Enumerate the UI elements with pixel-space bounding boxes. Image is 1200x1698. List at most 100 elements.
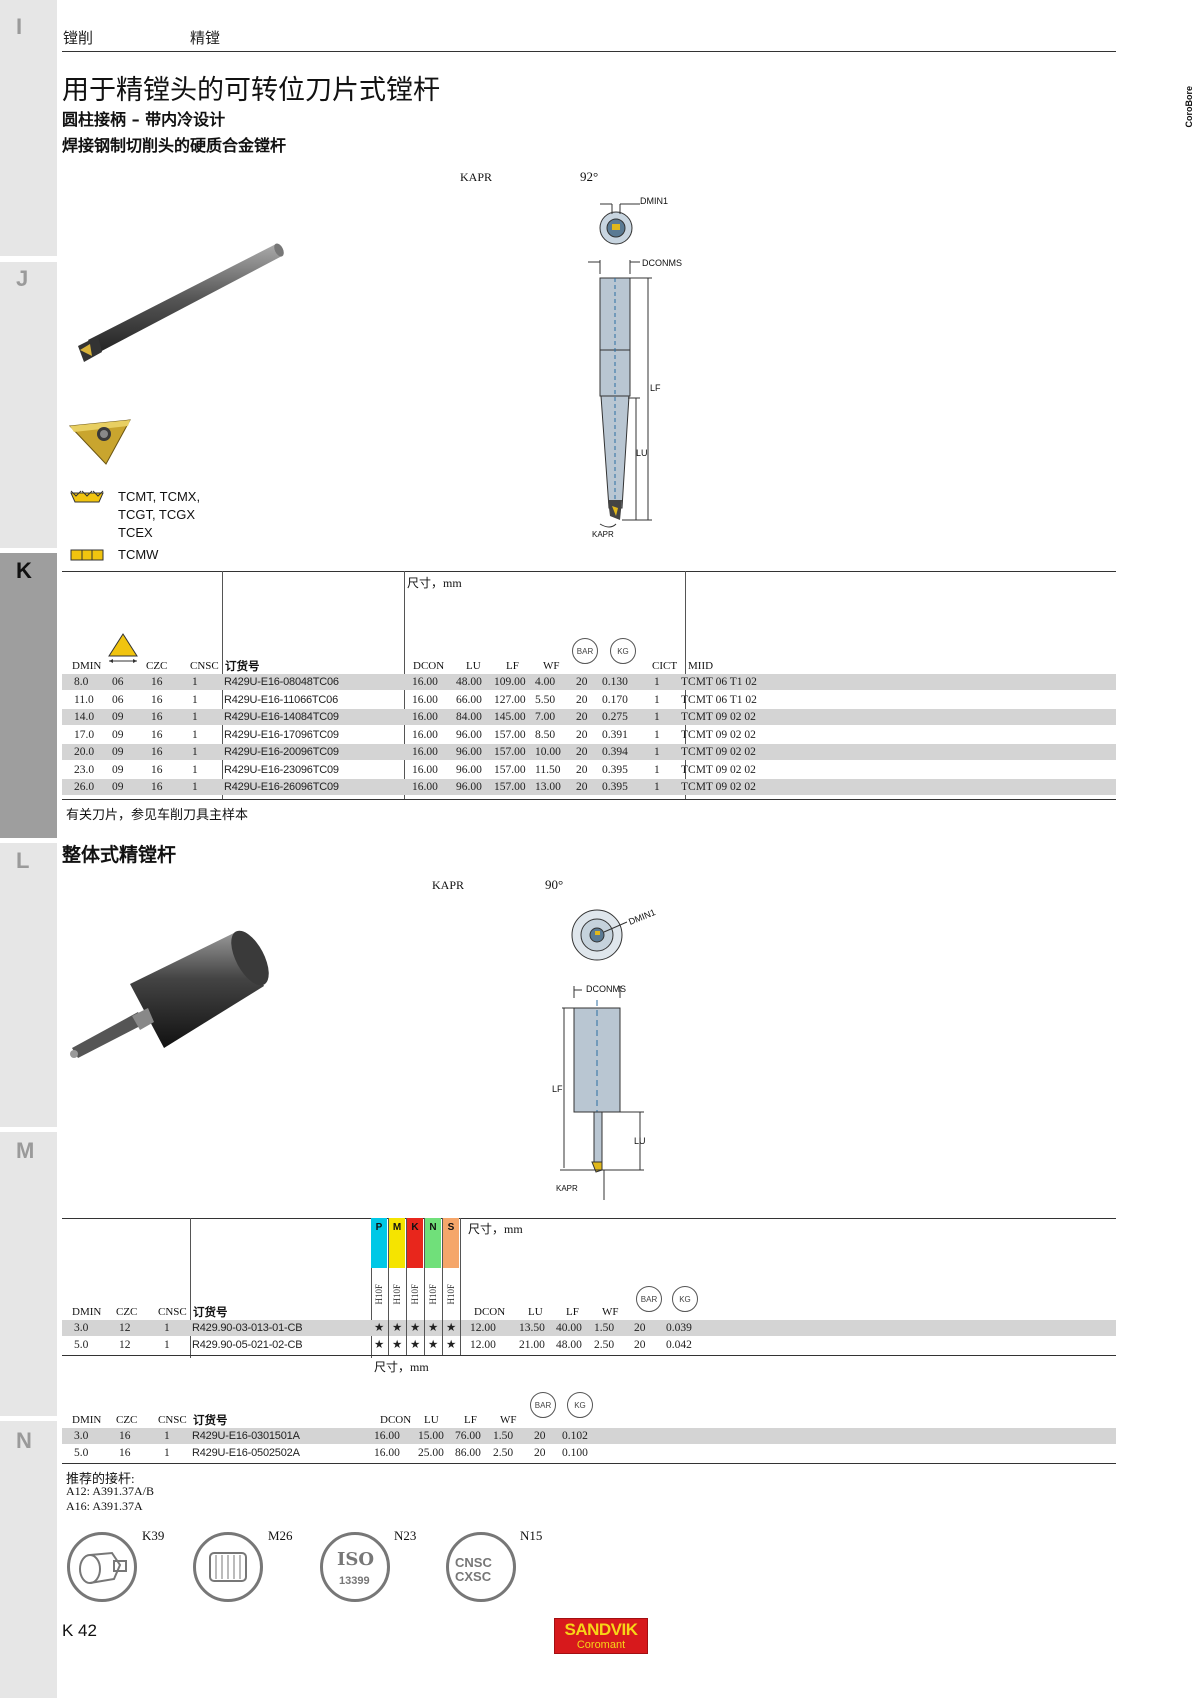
t1-cell-order[interactable]: R429U-E16-11066TC06 — [224, 693, 339, 706]
sandvik-logo-name: SANDVIK — [564, 1620, 638, 1639]
t2a-cell-order[interactable]: R429.90-05-021-02-CB — [192, 1339, 303, 1351]
t1-cell-lu: 48.00 — [456, 676, 482, 688]
cnsc-icon-top: CNSC — [455, 1555, 492, 1570]
t2a-cell-dcon: 12.00 — [470, 1339, 496, 1351]
icon-ref-m26[interactable]: M26 — [268, 1528, 293, 1543]
t1-cell-dcon: 16.00 — [412, 763, 438, 776]
insert-types-line-3: TCEX — [118, 525, 153, 540]
t1-cell-order[interactable]: R429U-E16-20096TC09 — [224, 746, 339, 758]
table2a-divider-b — [371, 1218, 372, 1358]
t2a-h-dcon: DCON — [474, 1306, 506, 1318]
sidebar-label-l[interactable]: L — [16, 848, 30, 873]
t2a-h-order: 订货号 — [193, 1305, 228, 1319]
t1-cell-dmin: 14.0 — [74, 711, 95, 723]
iso-group-divider — [424, 1218, 425, 1355]
header-rule — [62, 51, 1116, 52]
t1-cell-size: 09 — [112, 711, 124, 723]
sandvik-logo: SANDVIK Coromant — [554, 1618, 648, 1654]
t1-cell-kg: 0.170 — [602, 693, 628, 706]
table2a-dims-caption: 尺寸，mm — [468, 1222, 523, 1236]
t1-cell-lf: 157.00 — [494, 746, 526, 758]
holder-icon[interactable] — [67, 1532, 137, 1602]
t2b-cell-order[interactable]: R429U-E16-0502502A — [192, 1447, 300, 1459]
grade-label: H10F — [410, 1284, 420, 1305]
weight-kg-icon-2: KG — [672, 1286, 698, 1312]
t1-cell-wf: 11.50 — [535, 763, 561, 776]
collet-icon[interactable] — [193, 1532, 263, 1602]
t1-cell-order[interactable]: R429U-E16-08048TC06 — [224, 676, 339, 688]
t1-cell-lf: 145.00 — [494, 711, 526, 723]
t1-cell-size: 09 — [112, 781, 124, 793]
t1-cell-order[interactable]: R429U-E16-23096TC09 — [224, 763, 339, 776]
table2b-bottom-rule — [62, 1463, 1116, 1464]
t1-cell-wf: 13.00 — [535, 781, 561, 793]
table1-top-rule — [62, 571, 1116, 572]
t1-h-wf: WF — [543, 660, 560, 672]
cnsc-cxsc-icon[interactable]: CNSC CXSC — [446, 1532, 516, 1602]
t1-cell-mid: TCMT 09 02 02 — [681, 763, 756, 776]
sidebar-strip-k — [0, 553, 57, 838]
sidebar-label-j[interactable]: J — [16, 266, 29, 291]
recommend-line-a12: A12: A391.37A/B — [66, 1484, 155, 1498]
t2a-cell-lu: 13.50 — [519, 1322, 545, 1334]
t2a-cell-kg: 0.042 — [666, 1339, 692, 1351]
sidebar-label-n[interactable]: N — [16, 1428, 32, 1453]
icon-ref-n15[interactable]: N15 — [520, 1528, 543, 1543]
insert-shape-icon — [70, 490, 104, 503]
grade-label: H10F — [428, 1284, 438, 1305]
icon-ref-n23[interactable]: N23 — [394, 1528, 417, 1543]
sidebar-label-k[interactable]: K — [16, 558, 32, 583]
t1-cell-kg: 0.395 — [602, 781, 628, 793]
iso-13399-icon[interactable]: ISO 13399 — [320, 1532, 390, 1602]
t1-cell-order[interactable]: R429U-E16-14084TC09 — [224, 711, 339, 723]
t1-cell-order[interactable]: R429U-E16-17096TC09 — [224, 728, 339, 741]
t1-cell-size: 09 — [112, 728, 124, 741]
t1-cell-cnsc: 1 — [192, 728, 198, 741]
iso-icon-top: ISO — [337, 1549, 375, 1570]
t2b-cell-lu: 15.00 — [418, 1430, 444, 1442]
t1-cell-cict: 1 — [654, 676, 660, 688]
t1-h-cnsc: CNSC — [190, 660, 219, 672]
t2a-cell-star: ★ — [446, 1339, 457, 1351]
t1-cell-dmin: 23.0 — [74, 763, 95, 776]
t1-cell-lu: 96.00 — [456, 746, 482, 758]
t1-cell-kg: 0.391 — [602, 728, 628, 741]
t2a-h-dmin: DMIN — [72, 1306, 102, 1318]
t2a-cell-wf: 1.50 — [594, 1322, 615, 1334]
sidebar-strip-i — [0, 0, 57, 256]
t2a-cell-cnsc: 1 — [164, 1339, 170, 1351]
sidebar-label-m[interactable]: M — [16, 1138, 35, 1163]
cnsc-icon-bottom: CXSC — [455, 1569, 492, 1584]
t1-cell-czc: 16 — [151, 763, 163, 776]
iso-group-divider — [388, 1218, 389, 1355]
grade-label: H10F — [446, 1284, 456, 1305]
drawing-label-dcon: DCONMS — [642, 258, 682, 268]
t2a-cell-kg: 0.039 — [666, 1322, 692, 1334]
sidebar-label-i[interactable]: I — [16, 14, 23, 39]
icon-ref-k39[interactable]: K39 — [142, 1528, 165, 1543]
t1-cell-order[interactable]: R429U-E16-26096TC09 — [224, 781, 339, 793]
t1-h-dcon: DCON — [413, 660, 445, 672]
table1-dims-caption: 尺寸，mm — [407, 576, 462, 590]
t1-cell-wf: 4.00 — [535, 676, 556, 688]
t2b-cell-lf: 76.00 — [455, 1430, 481, 1442]
t2a-cell-order[interactable]: R429.90-03-013-01-CB — [192, 1322, 303, 1334]
t1-cell-bar: 20 — [576, 763, 588, 776]
drawing2-label-kapr: KAPR — [556, 1184, 578, 1193]
drawing-label-lf: LF — [650, 383, 661, 393]
t1-cell-dcon: 16.00 — [412, 728, 438, 741]
t1-cell-kg: 0.275 — [602, 711, 628, 723]
t2b-cell-cnsc: 1 — [164, 1430, 170, 1442]
sidebar-strip-l — [0, 843, 57, 1127]
t2b-cell-order[interactable]: R429U-E16-0301501A — [192, 1430, 300, 1442]
t1-cell-bar: 20 — [576, 711, 588, 723]
t1-cell-mid: TCMT 06 T1 02 — [681, 693, 757, 706]
